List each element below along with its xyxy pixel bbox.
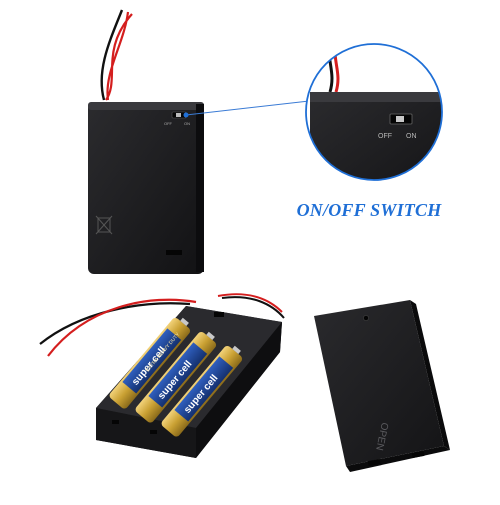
box-side-notch xyxy=(166,250,182,255)
lid-latch-1 xyxy=(367,458,381,466)
black-wire xyxy=(100,9,124,101)
box-body xyxy=(88,102,204,274)
lid-screw-hole xyxy=(363,315,369,321)
battery-box-lid: OPEN xyxy=(314,300,450,472)
holder-switch-slot xyxy=(214,312,224,317)
box-top-edge xyxy=(88,102,204,110)
zoom-circle: OFF ON xyxy=(305,43,443,181)
switch-on-label: ON xyxy=(406,133,417,140)
lid-right-edge xyxy=(410,300,450,450)
zoom-switch-knob xyxy=(396,116,404,122)
switch-caption: ON/OFF SWITCH xyxy=(296,200,442,220)
holder-right-face xyxy=(196,322,282,458)
open-battery-holder: super cell super cell super cell EXTRA H… xyxy=(39,293,285,458)
recycle-bin-mark xyxy=(95,215,113,235)
switch-callout xyxy=(183,97,321,118)
power-switch-knob xyxy=(176,113,181,117)
lid-bottom-edge xyxy=(346,446,450,472)
holder-front-face xyxy=(96,408,196,458)
callout-start-dot xyxy=(183,112,189,118)
holder-black-wire-right xyxy=(221,296,285,319)
holder-red-wire-right xyxy=(217,293,283,313)
lid-body xyxy=(314,300,444,466)
lid-latch-2 xyxy=(411,450,425,458)
callout-line xyxy=(185,99,319,116)
closed-battery-box: OFF ON xyxy=(88,9,204,274)
switch-off-label: OFF xyxy=(378,133,392,140)
zoom-box-body xyxy=(310,92,442,180)
switch-off-label-small: OFF xyxy=(164,121,173,126)
holder-front-notch-1 xyxy=(112,420,119,424)
holder-red-wire xyxy=(47,298,197,357)
holder-front-notch-2 xyxy=(150,430,157,434)
switch-on-label-small: ON xyxy=(184,121,190,126)
box-side-shade xyxy=(196,104,204,272)
red-wire xyxy=(105,11,133,101)
